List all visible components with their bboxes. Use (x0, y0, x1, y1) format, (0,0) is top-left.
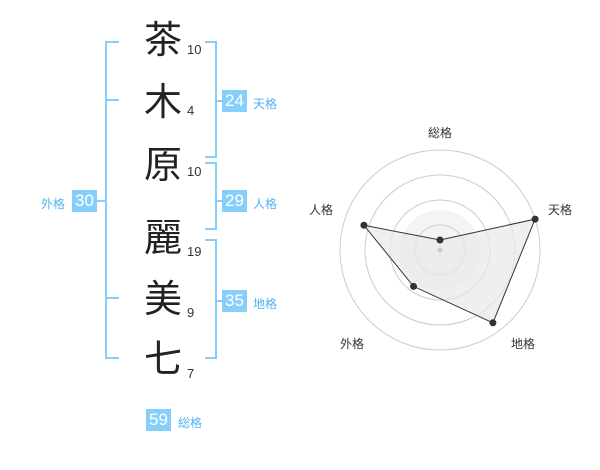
name-char-4: 麗 (143, 216, 182, 260)
radar-axis-label-chikaku: 地格 (511, 337, 536, 351)
jinkaku-bracket (205, 162, 217, 230)
stroke-count-3: 10 (187, 164, 202, 179)
radar-point-4 (360, 221, 368, 229)
gaikaku-label: 外格 (41, 197, 66, 211)
radar-point-2 (489, 319, 497, 327)
stroke-count-5: 9 (187, 305, 195, 320)
radar-series-polygon (362, 218, 536, 324)
soukaku-label: 総格 (178, 416, 203, 430)
radar-center-dot (437, 247, 443, 253)
radar-axis-label-gaikaku: 外格 (340, 337, 365, 351)
stroke-count-1: 10 (187, 42, 202, 57)
jinkaku-badge: 29 (222, 190, 247, 212)
jinkaku-label: 人格 (253, 197, 278, 211)
stroke-count-6: 7 (187, 366, 195, 381)
chikaku-label: 地格 (253, 297, 278, 311)
gaikaku-badge: 30 (72, 190, 97, 212)
name-char-5: 美 (143, 277, 182, 321)
tenkaku-bracket (205, 41, 217, 158)
tenkaku-badge: 24 (222, 90, 247, 112)
chikaku-badge: 35 (222, 290, 247, 312)
soukaku-badge: 59 (146, 409, 171, 431)
radar-point-3 (410, 282, 418, 290)
name-char-3: 原 (143, 143, 182, 187)
tenkaku-label: 天格 (253, 97, 278, 111)
radar-point-0 (436, 236, 444, 244)
chikaku-bracket (205, 239, 217, 359)
radar-ring (339, 149, 541, 351)
name-char-1: 茶 (143, 18, 182, 62)
radar-point-1 (531, 215, 539, 223)
stroke-count-4: 19 (187, 244, 202, 259)
radar-axis-label-tenkaku: 天格 (548, 203, 573, 217)
radar-axis-label-jinkaku: 人格 (309, 203, 334, 217)
name-char-2: 木 (143, 80, 182, 124)
stroke-count-2: 4 (187, 103, 195, 118)
name-char-6: 七 (143, 337, 182, 381)
radar-axis-label-soukaku: 総格 (428, 126, 453, 140)
